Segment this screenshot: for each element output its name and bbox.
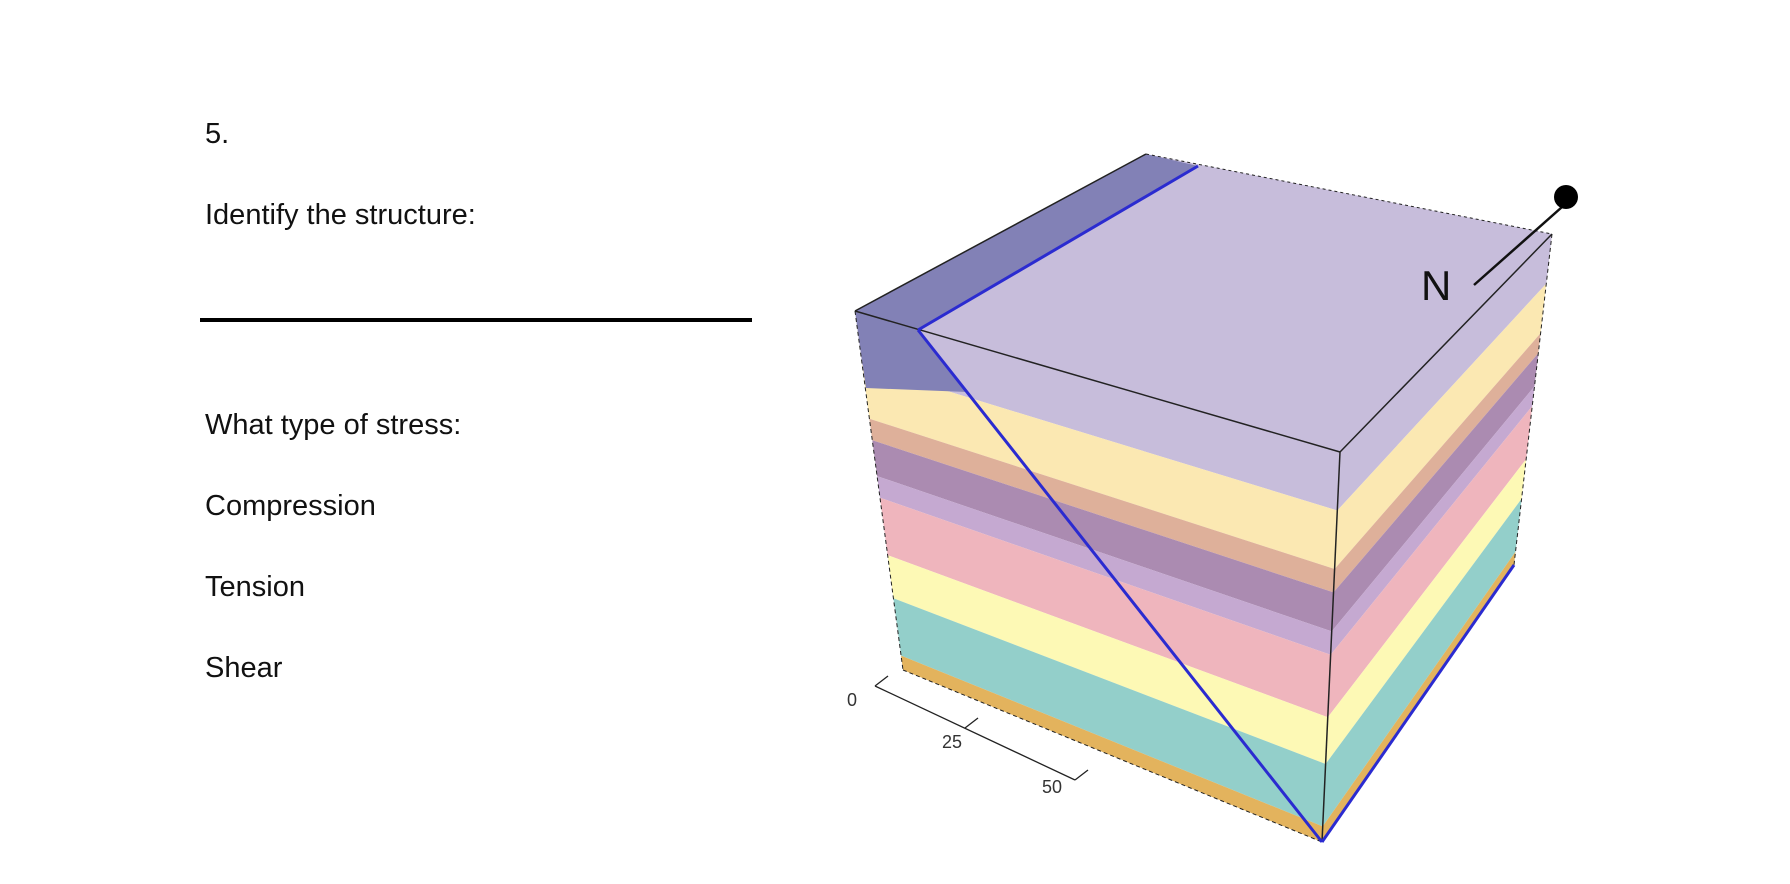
front-layer-8 bbox=[893, 598, 1326, 827]
fault-trace-top bbox=[917, 164, 1199, 332]
edge-front-top bbox=[854, 310, 1341, 453]
front-face-layers bbox=[855, 311, 1340, 842]
fault-trace bbox=[916, 164, 1516, 843]
hanging-wall-top bbox=[855, 154, 1198, 330]
edge-right-top bbox=[1339, 233, 1553, 453]
right-layer-9 bbox=[1322, 551, 1516, 842]
right-layer-2 bbox=[1334, 283, 1547, 569]
right-layer-7 bbox=[1325, 459, 1527, 764]
option-tension: Tension bbox=[205, 571, 305, 603]
right-layer-1 bbox=[1337, 234, 1552, 511]
north-arrow-dot bbox=[1554, 185, 1578, 209]
stress-prompt: What type of stress: bbox=[205, 409, 462, 441]
edge-left-dashed bbox=[854, 310, 904, 671]
scale-label-0: 0 bbox=[847, 690, 857, 710]
option-shear: Shear bbox=[205, 652, 283, 684]
front-layer-6 bbox=[880, 497, 1331, 718]
front-layer-2 bbox=[862, 364, 1338, 569]
north-label: N bbox=[1421, 262, 1451, 309]
right-layer-5 bbox=[1330, 386, 1535, 655]
north-arrow-line bbox=[1473, 206, 1563, 286]
right-layer-6 bbox=[1327, 406, 1533, 718]
block-edges bbox=[854, 153, 1553, 843]
front-layer-1 bbox=[855, 311, 1340, 511]
north-arrow: N bbox=[1421, 185, 1578, 309]
scale-label-25: 25 bbox=[942, 732, 962, 752]
edge-back-left bbox=[854, 153, 1147, 312]
answer-blank-line bbox=[200, 318, 752, 322]
structure-prompt: Identify the structure: bbox=[205, 199, 476, 231]
edge-bottom-dashed bbox=[902, 669, 1323, 843]
scale-label-50: 50 bbox=[1042, 777, 1062, 797]
scale-tick-0 bbox=[874, 675, 889, 687]
scale-bar bbox=[874, 675, 1089, 781]
option-compression: Compression bbox=[205, 490, 376, 522]
right-layer-8 bbox=[1322, 498, 1522, 827]
edge-back-dotted bbox=[1145, 153, 1553, 235]
right-layer-3 bbox=[1333, 333, 1541, 593]
fault-trace-front bbox=[916, 329, 1324, 843]
front-layer-9 bbox=[901, 655, 1323, 842]
right-layer-4 bbox=[1331, 353, 1539, 632]
front-layer-3 bbox=[869, 418, 1335, 593]
question-number: 5. bbox=[205, 118, 230, 150]
edge-right-front bbox=[1321, 451, 1341, 843]
right-face-layers bbox=[1322, 234, 1552, 842]
fault-trace-right bbox=[1320, 564, 1516, 843]
front-layer-4 bbox=[872, 440, 1334, 632]
scale-axis bbox=[874, 685, 1076, 781]
scale-tick-50 bbox=[1074, 769, 1089, 781]
scale-tick-25 bbox=[964, 717, 979, 729]
hanging-wall-left bbox=[855, 311, 967, 392]
